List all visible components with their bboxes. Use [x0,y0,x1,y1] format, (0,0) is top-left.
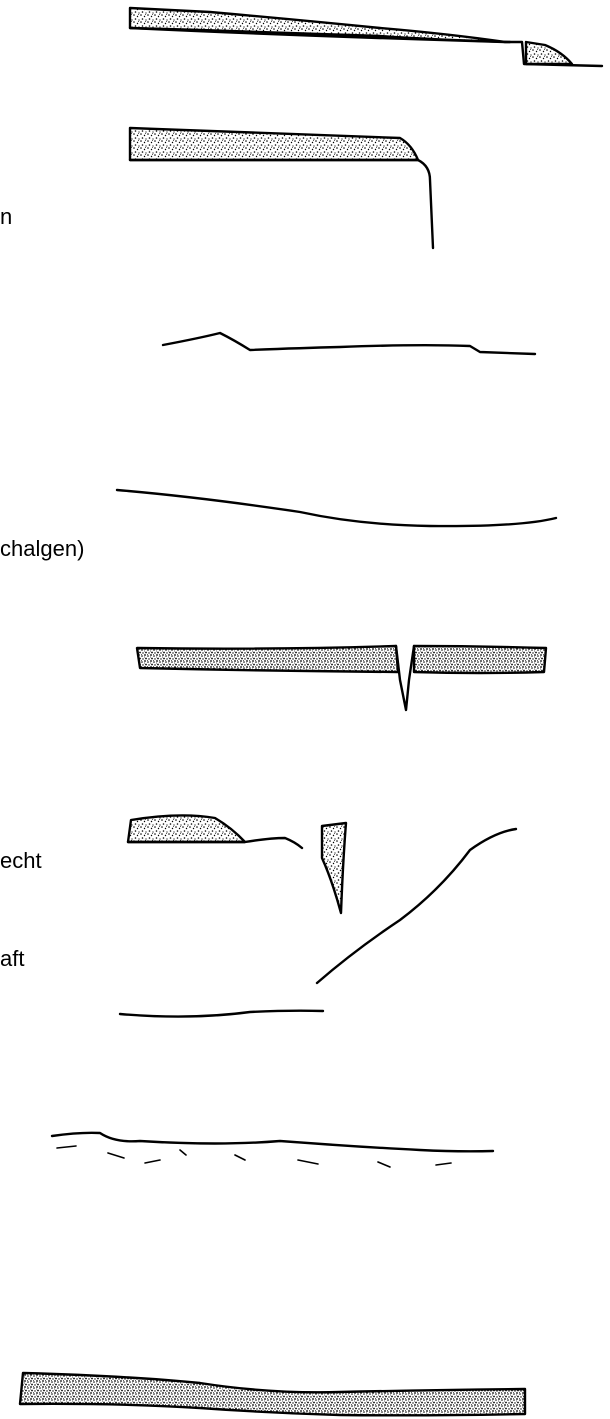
profile-4: chalgen) [0,490,556,561]
profile-6: echt aft [0,815,516,1016]
profile-5-slab-right [414,646,546,673]
profile-3-line [163,333,535,354]
label-row6a: echt [0,848,42,873]
profile-2: n [0,128,433,248]
label-row4: chalgen) [0,536,84,561]
profile-5 [137,646,546,710]
profile-1 [130,8,602,66]
profile-4-line [117,490,556,526]
profile-2-cliff [130,160,433,248]
profile-2-slab [130,128,418,160]
profile-6-wedge [322,823,346,913]
profile-8-band [20,1373,525,1415]
profile-5-slab-left [137,646,398,672]
profile-1-block [526,42,572,64]
profile-7-line [52,1133,493,1152]
profile-6-slab [128,815,245,842]
profile-6-flat [120,1011,323,1017]
profile-6-slope [317,829,516,983]
profile-7 [52,1133,493,1167]
label-row2: n [0,204,12,229]
label-row6b: aft [0,946,24,971]
profile-5-notch [396,646,414,710]
